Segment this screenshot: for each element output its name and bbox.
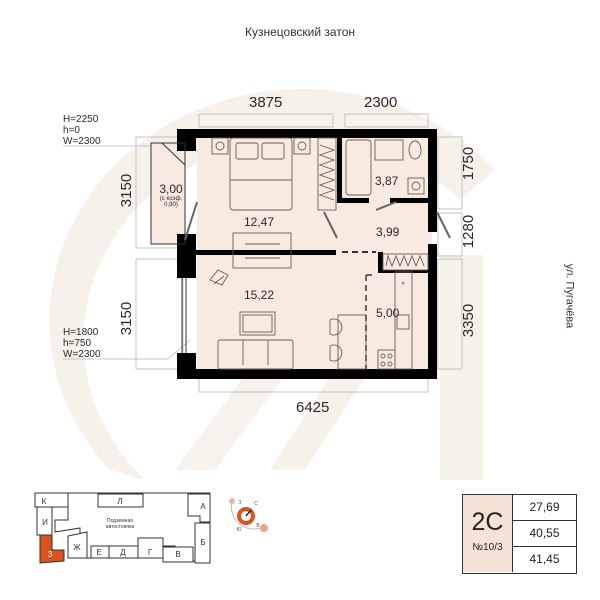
window-top-width: W=2300 xyxy=(63,136,101,147)
keyplan-section-b: Б xyxy=(200,538,205,547)
window-bottom-sill: h=750 xyxy=(63,338,92,349)
area-balcony: 3,00 (с коэф. 0,90) xyxy=(156,182,186,208)
street-label: ул. Пугачёва xyxy=(563,263,576,329)
dim-top-left: 3875 xyxy=(249,94,283,111)
keyplan-section-d: Д xyxy=(120,548,126,557)
area-bathroom: 3,87 xyxy=(375,174,399,188)
parking-label: Подземная xyxy=(107,518,133,524)
svg-text:В: В xyxy=(256,523,260,529)
area-balcony-note-2: 0,90) xyxy=(164,202,178,208)
svg-text:З: З xyxy=(238,500,241,506)
window-top-sill: h=0 xyxy=(63,125,80,136)
area-living-total: 27,69 xyxy=(513,495,576,521)
area-balcony-value: 3,00 xyxy=(159,182,183,196)
svg-text:С: С xyxy=(254,501,258,507)
apartment-type: 2C xyxy=(471,508,504,536)
area-total-with-balcony: 41,45 xyxy=(529,552,560,566)
svg-text:*: * xyxy=(401,280,405,290)
area-total: 40,55 xyxy=(513,521,576,547)
apartment-summary: 2C №10/3 27,69 40,55 41,45 xyxy=(462,494,577,574)
area-bedroom: 12,47 xyxy=(244,215,275,229)
area-kitchen: 5,00 xyxy=(376,306,400,320)
dim-bottom: 6425 xyxy=(296,399,330,416)
window-bottom-height: H=1800 xyxy=(63,327,99,338)
keyplan-section-e: Е xyxy=(96,548,101,557)
keyplan-section-v: В xyxy=(175,550,180,559)
keyplan-section-z: З xyxy=(48,550,53,559)
keyplan-section-g: Г xyxy=(148,548,153,557)
apartment-type-cell: 2C №10/3 xyxy=(463,495,513,572)
compass-icon: З С Ю В xyxy=(229,498,268,533)
area-living: 15,22 xyxy=(244,288,275,302)
window-bottom-width: W=2300 xyxy=(63,349,101,360)
keyplan-section-l: Л xyxy=(117,497,122,506)
dim-top-right: 2300 xyxy=(364,94,398,111)
parking-label-2: автостоянка xyxy=(106,524,135,530)
keyplan-section-zh: Ж xyxy=(73,543,81,552)
complex-title: Кузнецовский затон xyxy=(244,25,355,39)
keyplan-section-a: А xyxy=(200,502,206,511)
keyplan-section-k: К xyxy=(42,497,47,506)
building-keyplan[interactable]: К Л А И Б Ж Е Д Г В З Подземная автостоя… xyxy=(20,480,220,590)
window-top-height: H=2250 xyxy=(63,114,99,125)
svg-text:Ю: Ю xyxy=(236,527,241,533)
window-spec-bottom: H=1800 h=750 W=2300 xyxy=(63,327,101,360)
area-hall: 3,99 xyxy=(376,225,400,239)
window-spec-top: H=2250 h=0 W=2300 xyxy=(63,114,101,147)
area-balcony-note-1: (с коэф. xyxy=(159,196,183,202)
apartment-number: №10/3 xyxy=(472,542,503,553)
keyplan-section-i: И xyxy=(42,518,48,527)
